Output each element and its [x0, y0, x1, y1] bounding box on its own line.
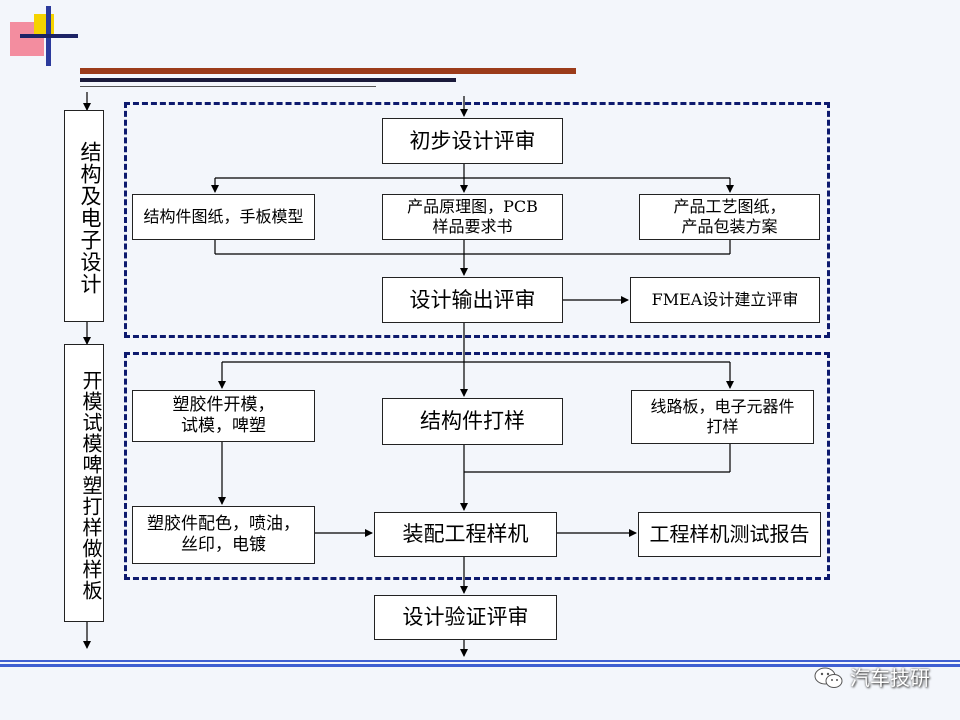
brand-name: 汽车技研 — [850, 666, 930, 690]
node-schematic-pcb: 产品原理图，PCB 样品要求书 — [382, 194, 563, 240]
node-plastic-finish: 塑胶件配色，喷油， 丝印，电镀 — [132, 506, 315, 564]
header-bar-thin — [80, 86, 376, 87]
header-bar-brown — [80, 68, 576, 74]
mold-phase-group — [124, 352, 830, 580]
node-verify-review: 设计验证评审 — [374, 595, 557, 640]
node-process-drawings: 产品工艺图纸， 产品包装方案 — [639, 194, 820, 240]
node-pcb-components: 线路板，电子元器件 打样 — [631, 390, 814, 444]
node-struct-drawings: 结构件图纸，手板模型 — [132, 194, 315, 240]
side-label-mold: 开模试模啤塑打样做样板 — [64, 344, 104, 622]
node-output-review: 设计输出评审 — [382, 277, 563, 323]
side-label-design: 结构及电子设计 — [64, 110, 104, 322]
node-struct-sample: 结构件打样 — [382, 398, 563, 445]
brand-watermark: 汽车技研 — [814, 662, 930, 691]
node-initial-review: 初步设计评审 — [382, 118, 563, 164]
node-test-report: 工程样机测试报告 — [638, 512, 821, 557]
header-bar-dark — [80, 78, 456, 82]
node-plastic-mold: 塑胶件开模， 试模，啤塑 — [132, 390, 315, 442]
node-fmea-review: FMEA设计建立评审 — [630, 277, 820, 323]
footer-stripes — [0, 660, 960, 668]
node-assembly: 装配工程样机 — [374, 512, 557, 557]
wechat-icon — [814, 666, 844, 688]
design-phase-group — [124, 102, 830, 338]
